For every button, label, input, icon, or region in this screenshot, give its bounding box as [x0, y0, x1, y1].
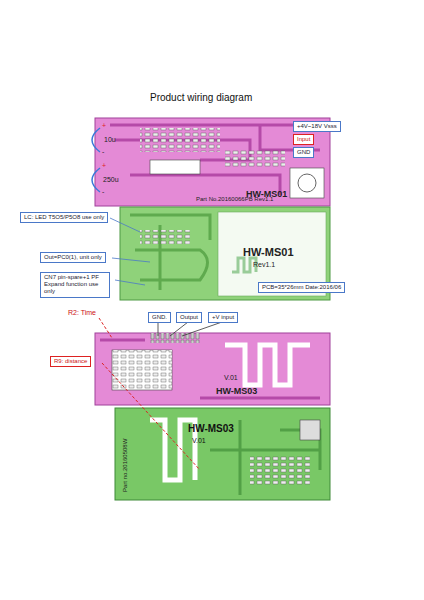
- callout-box: GND: [293, 147, 314, 158]
- callout-text: CN7 pin-spare+1 PF Expand function use o…: [44, 274, 106, 296]
- callout-text: Output: [180, 314, 198, 321]
- callout-box: +V input: [208, 312, 238, 323]
- callout-text: GND: [297, 149, 310, 156]
- callout-text: +V input: [212, 314, 234, 321]
- board-label: -: [102, 188, 104, 195]
- pcb-board: HW-MS01Rev1.1PCB=35*26mm Date:2016/06: [120, 207, 330, 300]
- board-label: +: [102, 122, 106, 129]
- callout-box: CN7 pin-spare+1 PF Expand function use o…: [40, 272, 110, 298]
- pcb-board: HW-MS01+4V~18V VsssInputGND: [95, 118, 330, 206]
- callout-text: PCB=35*26mm Date:2016/06: [262, 284, 341, 291]
- callout-text: LC: LED T5O5/P5O8 use only: [24, 214, 104, 221]
- callout-box: Out=PC0(1), unit only: [40, 252, 106, 263]
- callout-box: GND.: [148, 312, 171, 323]
- board-name: HW-MS03: [188, 423, 234, 434]
- board-label: Part no.20160508W: [122, 439, 128, 492]
- board-label: R2: Time: [68, 309, 96, 316]
- board-name: Rev1.1: [253, 261, 275, 268]
- board-label: +: [102, 162, 106, 169]
- callout-box: LC: LED T5O5/P5O8 use only: [20, 212, 108, 223]
- pcb-board: HW-MS03V.01: [115, 408, 330, 500]
- pcb-board: V.01HW-MS03: [95, 333, 330, 405]
- callout-box: R9: distance: [50, 356, 91, 367]
- callout-text: Out=PC0(1), unit only: [44, 254, 102, 261]
- board-label: 10u: [104, 136, 116, 143]
- callout-box: Output: [176, 312, 202, 323]
- diagram-title: Product wiring diagram: [150, 92, 252, 103]
- callout-box: Input: [293, 134, 314, 145]
- callout-box: PCB=35*26mm Date:2016/06: [258, 282, 345, 293]
- board-name: V.01: [224, 374, 238, 381]
- callout-text: GND.: [152, 314, 167, 321]
- board-name: V.01: [192, 437, 206, 444]
- board-label: Part No.20160066PB Rev1.1: [196, 196, 273, 202]
- board-name: HW-MS03: [216, 386, 257, 396]
- callout-box: +4V~18V Vsss: [293, 121, 341, 132]
- board-label: -: [102, 148, 104, 155]
- board-name: HW-MS01: [243, 246, 294, 258]
- board-label: 250u: [103, 176, 119, 183]
- callout-text: R9: distance: [54, 358, 87, 365]
- callout-text: Input: [297, 136, 310, 143]
- callout-text: +4V~18V Vsss: [297, 123, 337, 130]
